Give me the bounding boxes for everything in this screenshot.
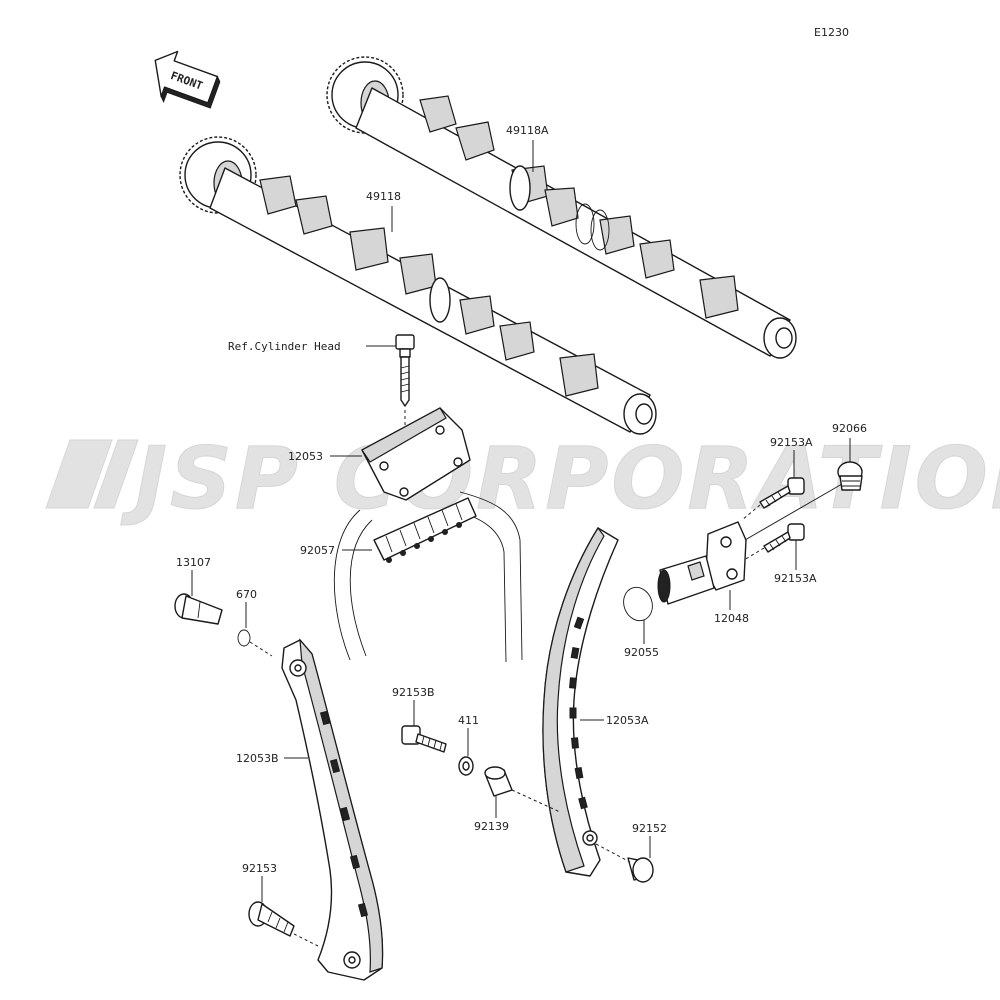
watermark-text: JSP CORPORATION [120, 429, 1000, 529]
plug-92066 [837, 461, 863, 491]
bolt-92153a-top [759, 477, 805, 509]
label-670: 670 [236, 588, 257, 601]
label-12053a: 12053A [606, 714, 649, 727]
label-12048: 12048 [714, 612, 749, 625]
label-92153b: 92153B [392, 686, 435, 699]
diagram-code: E1230 [814, 26, 849, 39]
chain-guide-12053 [361, 407, 471, 501]
label-92066: 92066 [832, 422, 867, 435]
bolt-92153b [401, 725, 447, 753]
chain-guide-12053a [542, 526, 619, 877]
collar-92152 [627, 857, 654, 883]
label-49118a: 49118A [506, 124, 549, 137]
front-arrow-icon: FRONT [154, 50, 221, 109]
axis-670 [249, 641, 273, 657]
cam-chain-92057 [333, 491, 523, 663]
label-411: 411 [458, 714, 479, 727]
camshaft-49118 [179, 136, 657, 435]
label-12053b: 12053B [236, 752, 279, 765]
bolt-92153a-bottom [763, 523, 805, 553]
label-92152: 92152 [632, 822, 667, 835]
axis-92066 [744, 483, 843, 541]
label-92057: 92057 [300, 544, 335, 557]
o-ring-92055 [623, 586, 653, 622]
label-13107: 13107 [176, 556, 211, 569]
label-92153a-bottom: 92153A [774, 572, 817, 585]
bolt-92153 [248, 901, 295, 937]
label-49118: 49118 [366, 190, 401, 203]
label-ref-cylinder: Ref.Cylinder Head [228, 340, 341, 353]
label-92153: 92153 [242, 862, 277, 875]
axis-92152 [595, 843, 631, 863]
axis-92139 [511, 789, 561, 813]
label-12053: 12053 [288, 450, 323, 463]
label-92055: 92055 [624, 646, 659, 659]
axis-92153 [293, 933, 319, 947]
o-ring-670 [237, 629, 251, 647]
washer-411-hole [462, 761, 470, 771]
bolt-ref-cylinder-head [395, 334, 415, 407]
collar-92139 [484, 766, 513, 797]
label-92153a-top: 92153A [770, 436, 813, 449]
pin-13107 [174, 593, 223, 625]
label-92139: 92139 [474, 820, 509, 833]
camshaft-49118a [326, 56, 797, 359]
axis-92153a-bottom [743, 547, 765, 561]
chain-tensioner-12048 [657, 521, 747, 605]
axis-92153a-top [741, 504, 761, 521]
chain-guide-12053b [281, 638, 384, 981]
